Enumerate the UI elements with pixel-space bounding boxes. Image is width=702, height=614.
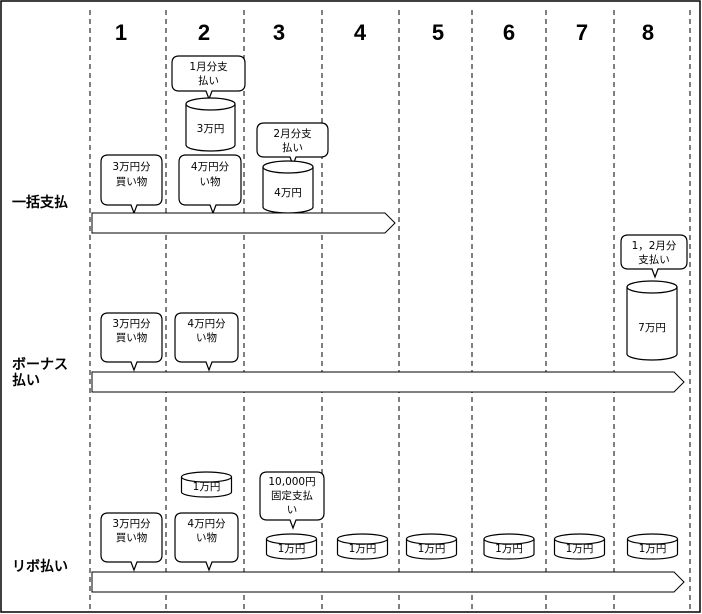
payment-cylinder: 4万円 [262, 160, 314, 214]
cylinder-text: 1万円 [495, 543, 523, 555]
bonus-timeline-arrow [91, 371, 685, 393]
purchase-callout: 4万円分 い物 [174, 312, 239, 372]
month-label: 6 [503, 20, 515, 45]
callout-text: 1，2月分 [632, 240, 677, 252]
callout-text: 4万円分 [187, 318, 226, 330]
cylinder-text: 1万円 [566, 543, 594, 555]
purchase-callout: 3万円分 買い物 [100, 312, 163, 372]
purchase-callout: 4万円分 い物 [174, 512, 239, 572]
purchase-callout: 3万円分 買い物 [100, 154, 163, 215]
payment-cylinder: 1万円 [405, 533, 458, 560]
callout-text: 払い [282, 141, 303, 154]
callout-text: 固定支払 [271, 489, 313, 502]
payment-cylinder: 1万円 [265, 533, 318, 560]
callout-text: い物 [196, 331, 217, 344]
cylinder-text: 1万円 [193, 481, 221, 493]
month-label: 3 [273, 20, 285, 45]
cylinder-text: 1万円 [639, 543, 667, 555]
month-label: 7 [576, 20, 588, 45]
payment-note-callout: 1月分支 払い [171, 55, 246, 101]
row-label-lump-sum: 一括支払 [12, 194, 68, 210]
callout-text: 支払い [638, 253, 670, 266]
payment-cylinder: 1万円 [626, 533, 679, 560]
row-label-bonus-line2: 払い [12, 372, 40, 388]
cylinder-text: 3万円 [197, 123, 225, 135]
callout-text: 1月分支 [189, 61, 228, 73]
cylinder-text: 4万円 [274, 187, 302, 199]
lump-sum-timeline-arrow [91, 212, 396, 234]
callout-text: い物 [196, 531, 217, 544]
callout-text: 4万円分 [187, 518, 226, 530]
row-label-revolving: リボ払い [12, 558, 68, 574]
cylinder-text: 1万円 [278, 543, 306, 555]
month-label: 8 [642, 20, 654, 45]
month-labels: 1 2 3 4 5 6 7 8 [115, 20, 654, 45]
purchase-callout: 4万円分 い物 [178, 154, 242, 215]
fixed-payment-callout: 10,000円 固定支払 い [259, 471, 325, 530]
callout-text: 10,000円 [268, 476, 315, 488]
revolving-payments: 1万円 1万円 1万円 1万円 1万円 1万円 1万円 [180, 471, 679, 560]
month-label: 4 [354, 20, 367, 45]
cylinder-text: 1万円 [418, 543, 446, 555]
month-label: 1 [115, 20, 127, 45]
purchase-callout: 3万円分 買い物 [100, 512, 163, 572]
callout-text: 買い物 [116, 175, 148, 188]
month-guides [89, 10, 691, 610]
payment-cylinder: 1万円 [180, 471, 233, 498]
payment-cylinder: 3万円 [185, 97, 236, 152]
cylinder-text: 1万円 [349, 543, 377, 555]
callout-text: 3万円分 [112, 161, 151, 173]
month-label: 2 [198, 20, 210, 45]
payment-cylinder: 7万円 [626, 280, 678, 361]
callout-text: い [287, 504, 298, 516]
payment-cylinder: 1万円 [336, 533, 389, 560]
callout-text: 買い物 [116, 531, 148, 544]
payment-note-callout: 1，2月分 支払い [620, 234, 688, 279]
cylinder-text: 7万円 [638, 322, 666, 334]
callout-text: 払い [198, 74, 219, 87]
payment-cylinder: 1万円 [483, 533, 535, 560]
callout-text: 2月分支 [273, 128, 312, 140]
payment-cylinder: 1万円 [553, 533, 606, 560]
callout-text: 3万円分 [112, 318, 151, 330]
callout-text: い物 [200, 175, 221, 188]
callout-text: 買い物 [116, 331, 148, 344]
row-label-bonus: ボーナス [12, 356, 68, 372]
callout-text: 3万円分 [112, 518, 151, 530]
callout-text: 4万円分 [191, 161, 230, 173]
month-label: 5 [432, 20, 444, 45]
revolving-timeline-arrow [91, 571, 685, 593]
